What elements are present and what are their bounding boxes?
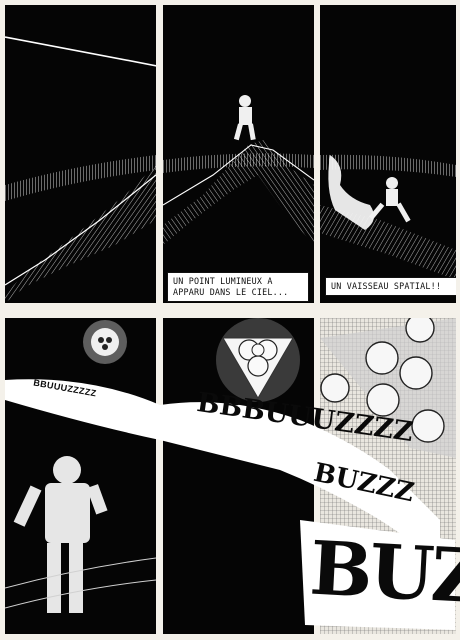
panel-astronaut-pointing bbox=[5, 318, 156, 634]
panel-spaceship-closer bbox=[163, 318, 314, 634]
astronaut-figure-icon bbox=[233, 95, 256, 141]
panel-running-figure: UN VAISSEAU SPATIAL!! bbox=[320, 5, 456, 303]
sfx-huge-buzz: BUZ bbox=[307, 525, 460, 621]
small-spaceship-icon bbox=[98, 337, 112, 350]
panel-comet-ridge bbox=[5, 5, 156, 303]
spaceship-closer-illustration bbox=[216, 318, 300, 402]
spaceship-icon bbox=[222, 337, 294, 399]
panel-figure-peak: UN POINT LUMINEUX A APPARU DANS LE CIEL.… bbox=[163, 5, 314, 303]
comet-streak-icon bbox=[5, 36, 156, 67]
caption-point-lumineux: UN POINT LUMINEUX A APPARU DANS LE CIEL.… bbox=[167, 272, 309, 302]
astronaut-pointing-illustration bbox=[5, 320, 156, 613]
comet-ridge-illustration bbox=[5, 36, 156, 303]
caption-vaisseau-spatial: UN VAISSEAU SPATIAL!! bbox=[325, 277, 456, 296]
running-figure-illustration bbox=[320, 154, 456, 280]
figure-peak-illustration bbox=[163, 95, 314, 245]
astronaut-figure-icon bbox=[13, 456, 108, 613]
running-astronaut-icon bbox=[368, 177, 411, 223]
